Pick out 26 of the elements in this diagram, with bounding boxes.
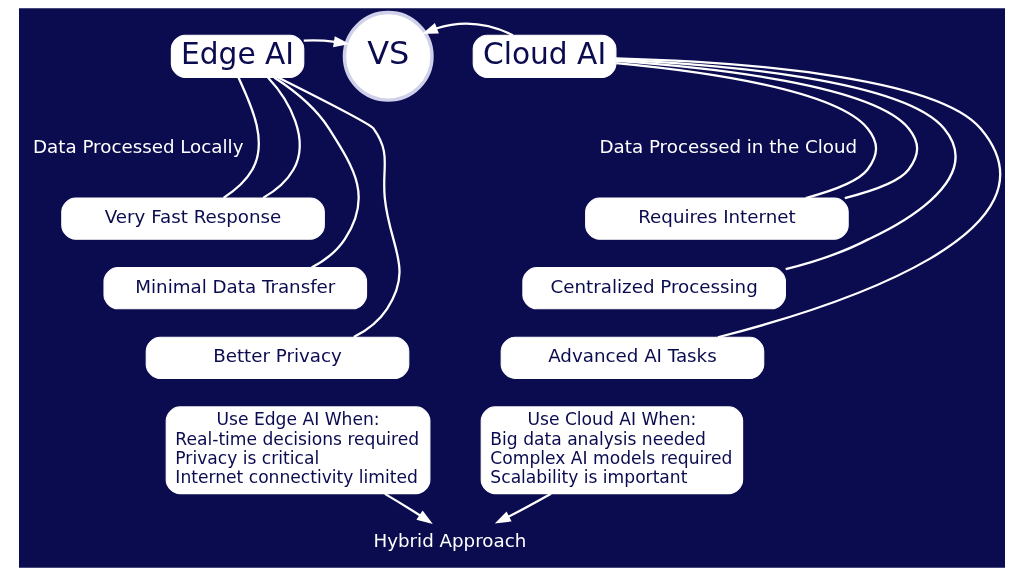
node-box: Very Fast Response xyxy=(61,197,325,240)
connector xyxy=(222,77,260,199)
arrow xyxy=(494,492,552,524)
arrow xyxy=(303,36,350,48)
node-box: Centralized Processing xyxy=(522,267,786,310)
connector xyxy=(615,62,878,200)
connector xyxy=(277,76,401,339)
connector xyxy=(262,76,301,199)
node-box: Use Cloud AI When: Big data analysis needed Complex AI models required Scalability is important xyxy=(480,406,744,495)
node-box: Better Privacy xyxy=(145,336,410,379)
node-circle: VS xyxy=(342,10,434,102)
connector xyxy=(615,58,957,271)
arrow xyxy=(421,22,514,37)
node-box: Minimal Data Transfer xyxy=(103,267,368,310)
node-box: Cloud AI xyxy=(472,34,617,78)
arrow xyxy=(384,492,433,524)
node-text: Data Processed Locally xyxy=(33,136,244,158)
node-box: Requires Internet xyxy=(585,197,849,240)
connector xyxy=(616,59,919,200)
node-text: Hybrid Approach xyxy=(373,530,527,552)
node-text: Data Processed in the Cloud xyxy=(599,136,858,158)
connector xyxy=(273,76,360,269)
node-box: Advanced AI Tasks xyxy=(500,336,765,379)
node-box: Use Edge AI When: Real-time decisions required Privacy is critical Internet connectivity limited xyxy=(165,406,431,495)
node-box: Edge AI xyxy=(170,34,305,78)
connector xyxy=(615,57,1002,339)
